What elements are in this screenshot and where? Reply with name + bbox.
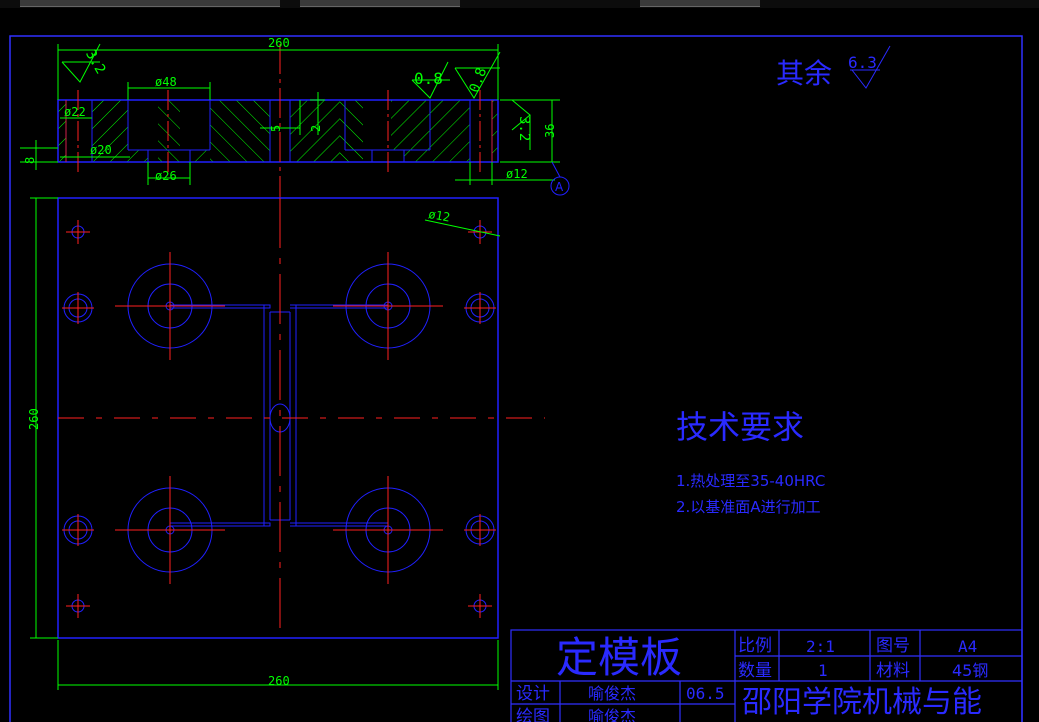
material-label: 材料 — [876, 661, 910, 681]
plan-view: ø12 260 260 — [27, 197, 545, 690]
drawing-frame — [9, 35, 1023, 722]
surface-finish-label: 其余 — [776, 57, 832, 90]
window-top-bar — [0, 0, 1039, 8]
scale-value: 2:1 — [806, 637, 835, 656]
tech-req-item-1: 1.热处理至35-40HRC — [676, 472, 825, 490]
designer-label: 设计 — [516, 684, 550, 704]
dim-plate-width: 260 — [268, 674, 290, 688]
dim-bore-48: ø48 — [155, 75, 177, 89]
technical-requirements: 技术要求 1.热处理至35-40HRC 2.以基准面A进行加工 — [676, 408, 825, 516]
school-name: 邵阳学院机械与能 — [742, 685, 982, 720]
designer-name: 喻俊杰 — [588, 684, 636, 703]
dim-bore-22: ø22 — [64, 105, 86, 119]
surface-finish-note: 其余 6.3 — [776, 45, 891, 90]
dim-5: 5 — [269, 125, 283, 132]
drawing-no-value: A4 — [958, 637, 977, 656]
dim-bore-20: ø20 — [90, 143, 112, 157]
dim-bore-12: ø12 — [506, 167, 528, 181]
qty-label: 数量 — [738, 661, 772, 681]
roughness-0-8-b: 0.8 — [467, 66, 491, 95]
design-date: 06.5 — [686, 684, 725, 703]
material-value: 45钢 — [952, 661, 988, 680]
toolbar-tab[interactable] — [640, 0, 760, 7]
section-view: 260 ø48 ø22 ø20 ø26 5 2 36 8 ø12 3.2 0.8… — [20, 36, 570, 205]
tech-req-title: 技术要求 — [676, 408, 804, 446]
scale-label: 比例 — [738, 636, 772, 656]
surface-finish-value: 6.3 — [848, 53, 877, 72]
tech-req-item-2: 2.以基准面A进行加工 — [676, 498, 821, 516]
part-name: 定模板 — [556, 633, 682, 682]
roughness-3-2-right: 3.2 — [516, 116, 532, 141]
roughness-0-8-a: 0.8 — [414, 69, 443, 88]
dim-8: 8 — [23, 157, 37, 164]
toolbar-tab[interactable] — [300, 0, 460, 7]
dim-2: 2 — [309, 125, 323, 132]
dim-guide-hole-12: ø12 — [427, 207, 451, 225]
dim-overall-width: 260 — [268, 36, 290, 50]
dim-plate-height: 260 — [27, 408, 41, 430]
qty-value: 1 — [818, 661, 828, 680]
drafter-name: 喻俊杰 — [588, 707, 636, 722]
drafter-label: 绘图 — [516, 707, 550, 722]
dim-bore-26: ø26 — [155, 169, 177, 183]
dim-thickness-36: 36 — [543, 124, 557, 138]
drawing-no-label: 图号 — [876, 636, 910, 656]
title-block: 定模板 比例 2:1 图号 A4 数量 1 材料 45钢 设计 喻俊杰 06.5… — [510, 629, 1023, 722]
toolbar-tab[interactable] — [20, 0, 280, 7]
datum-label: A — [555, 180, 564, 194]
